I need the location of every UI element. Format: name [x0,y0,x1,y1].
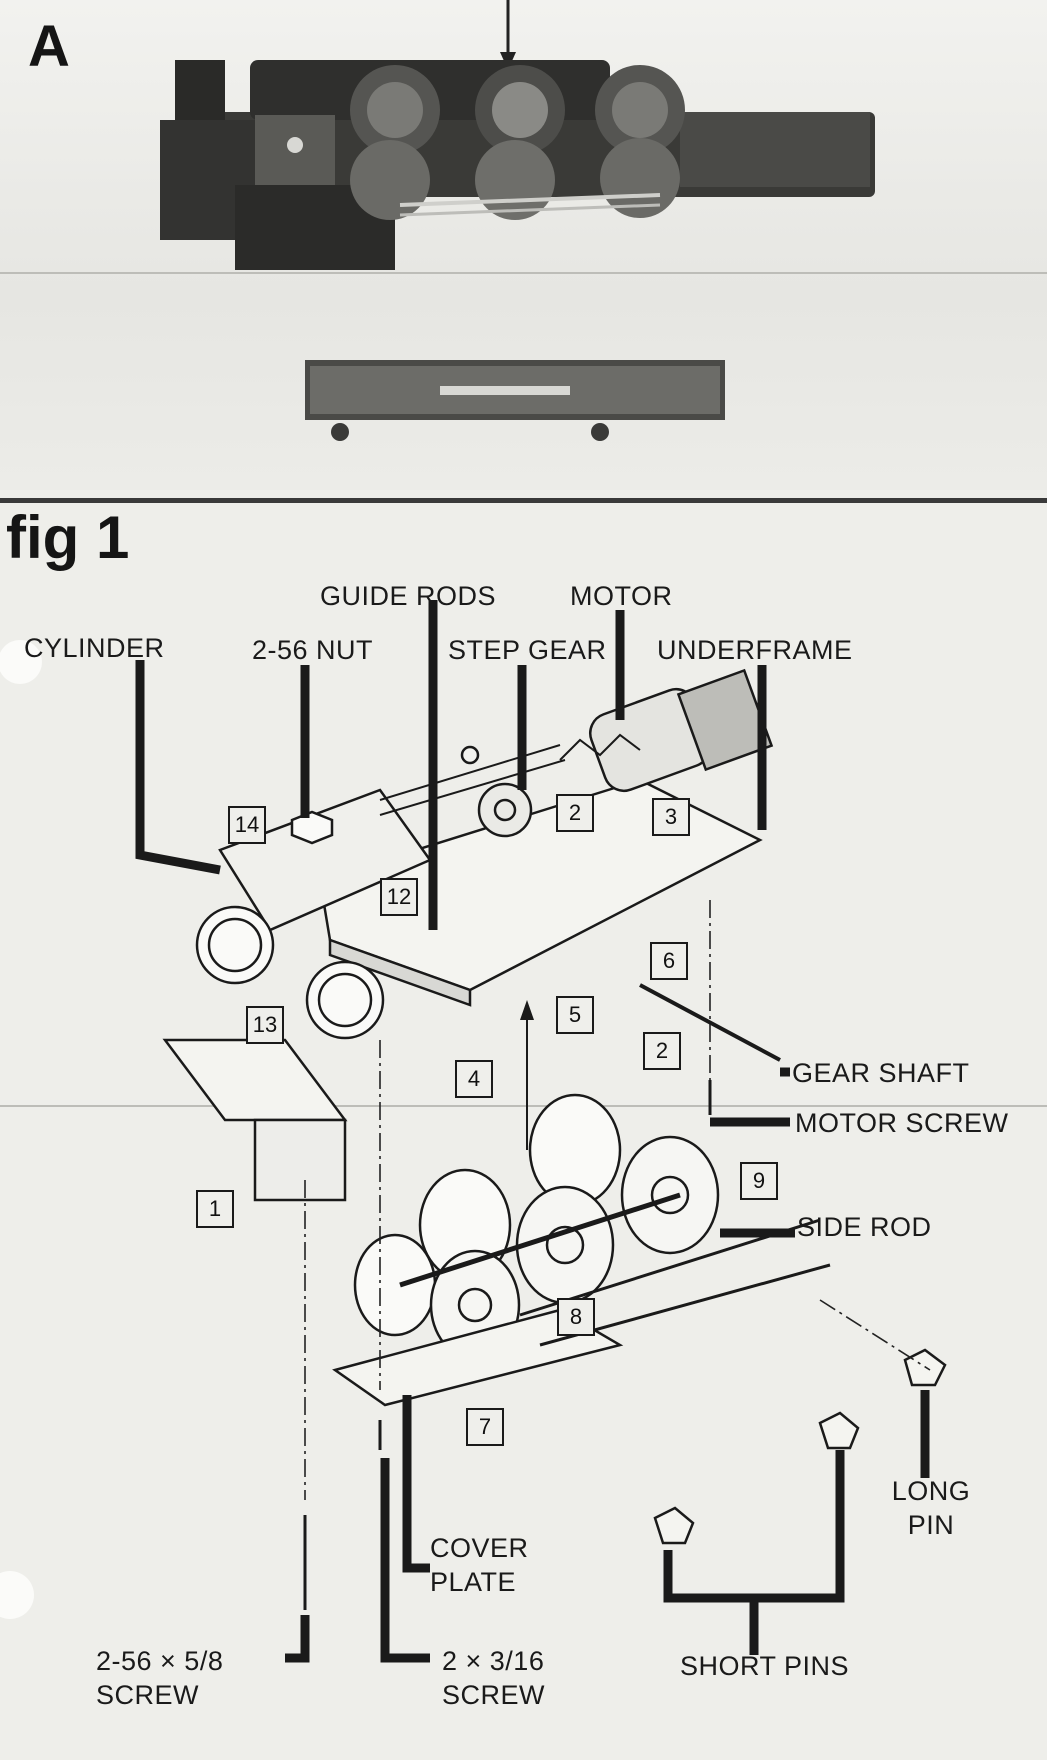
callout-5: 5 [556,996,594,1034]
label-long-pin: LONG PIN [891,1476,971,1540]
panel-letter: A [28,14,70,79]
label-guide-rods: GUIDE RODS [320,581,497,611]
paper-fold-line [0,272,1047,274]
figure-title: fig 1 [6,504,130,571]
callout-4: 4 [455,1060,493,1098]
label-gear-shaft: GEAR SHAFT [792,1058,970,1088]
label-step-gear: STEP GEAR [448,635,607,665]
callout-8: 8 [557,1298,595,1336]
label-motor: MOTOR [570,581,673,611]
label-cover-plate: COVER PLATE [430,1533,529,1597]
callout-2: 2 [556,794,594,832]
section-divider [0,498,1047,503]
label-short-pins: SHORT PINS [680,1651,850,1681]
label-underframe: UNDERFRAME [657,635,853,665]
label-side-rod: SIDE ROD [797,1212,932,1242]
callout-3: 3 [652,798,690,836]
chassis-photo [160,0,875,441]
callout-7: 7 [466,1408,504,1446]
paper-fold-line-lower [0,1105,1047,1107]
callout-2-lower: 2 [643,1032,681,1070]
callout-14: 14 [228,806,266,844]
label-2-56-screw: 2-56 × 5/8 SCREW [96,1646,224,1710]
callout-9: 9 [740,1162,778,1200]
label-2x3-16-screw: 2 × 3/16 SCREW [442,1646,545,1710]
label-motor-screw: MOTOR SCREW [795,1108,1009,1138]
label-cylinder: CYLINDER [24,633,165,663]
callout-12: 12 [380,878,418,916]
callout-13: 13 [246,1006,284,1044]
callout-1: 1 [196,1190,234,1228]
label-2-56-nut: 2-56 NUT [252,635,374,665]
callout-6: 6 [650,942,688,980]
